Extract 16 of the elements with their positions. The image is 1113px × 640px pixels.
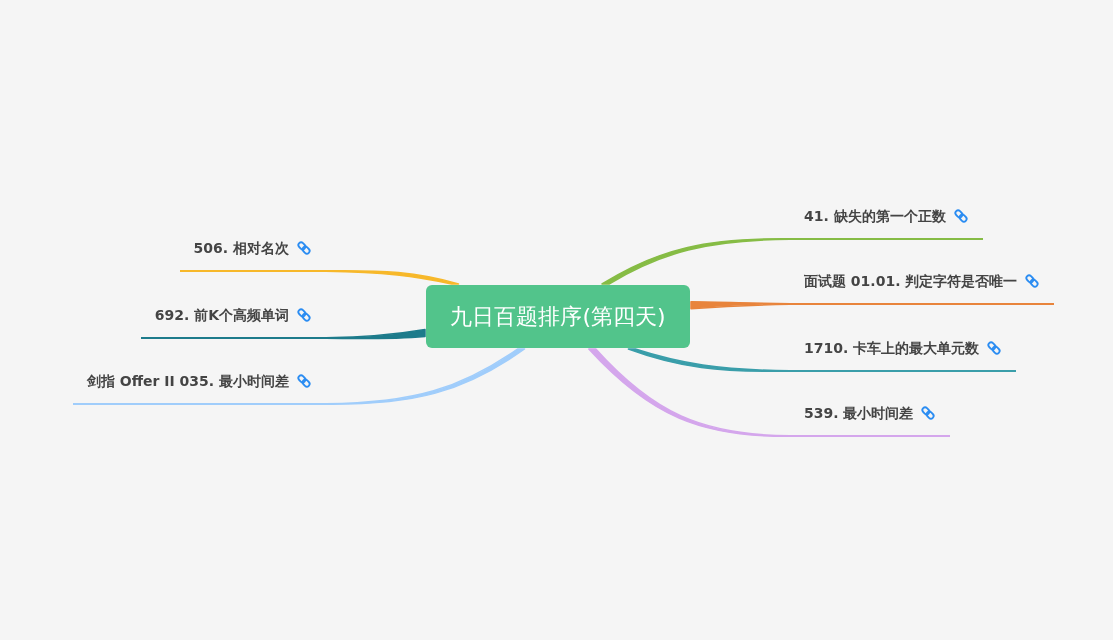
branch-connector xyxy=(690,300,791,310)
branch-connector xyxy=(601,238,791,285)
topic-text: 539. 最小时间差 xyxy=(804,404,914,423)
topic-text: 1710. 卡车上的最大单元数 xyxy=(804,339,980,358)
central-topic xyxy=(426,285,690,348)
branch-connector xyxy=(588,348,791,438)
branch-connector xyxy=(325,269,460,285)
branch-connector xyxy=(325,348,526,406)
topic-text: 692. 前K个高频单词 xyxy=(154,306,289,325)
central-topic-title: 九日百题排序(第四天) xyxy=(450,302,666,331)
topic-text: 506. 相对名次 xyxy=(193,239,289,258)
branch-connector xyxy=(627,348,791,373)
topic-text: 41. 缺失的第一个正数 xyxy=(804,207,946,226)
topic-text: 剑指 Offer II 035. 最小时间差 xyxy=(86,372,289,391)
topic-text: 面试题 01.01. 判定字符是否唯一 xyxy=(804,272,1018,291)
branch-connector xyxy=(325,328,426,340)
